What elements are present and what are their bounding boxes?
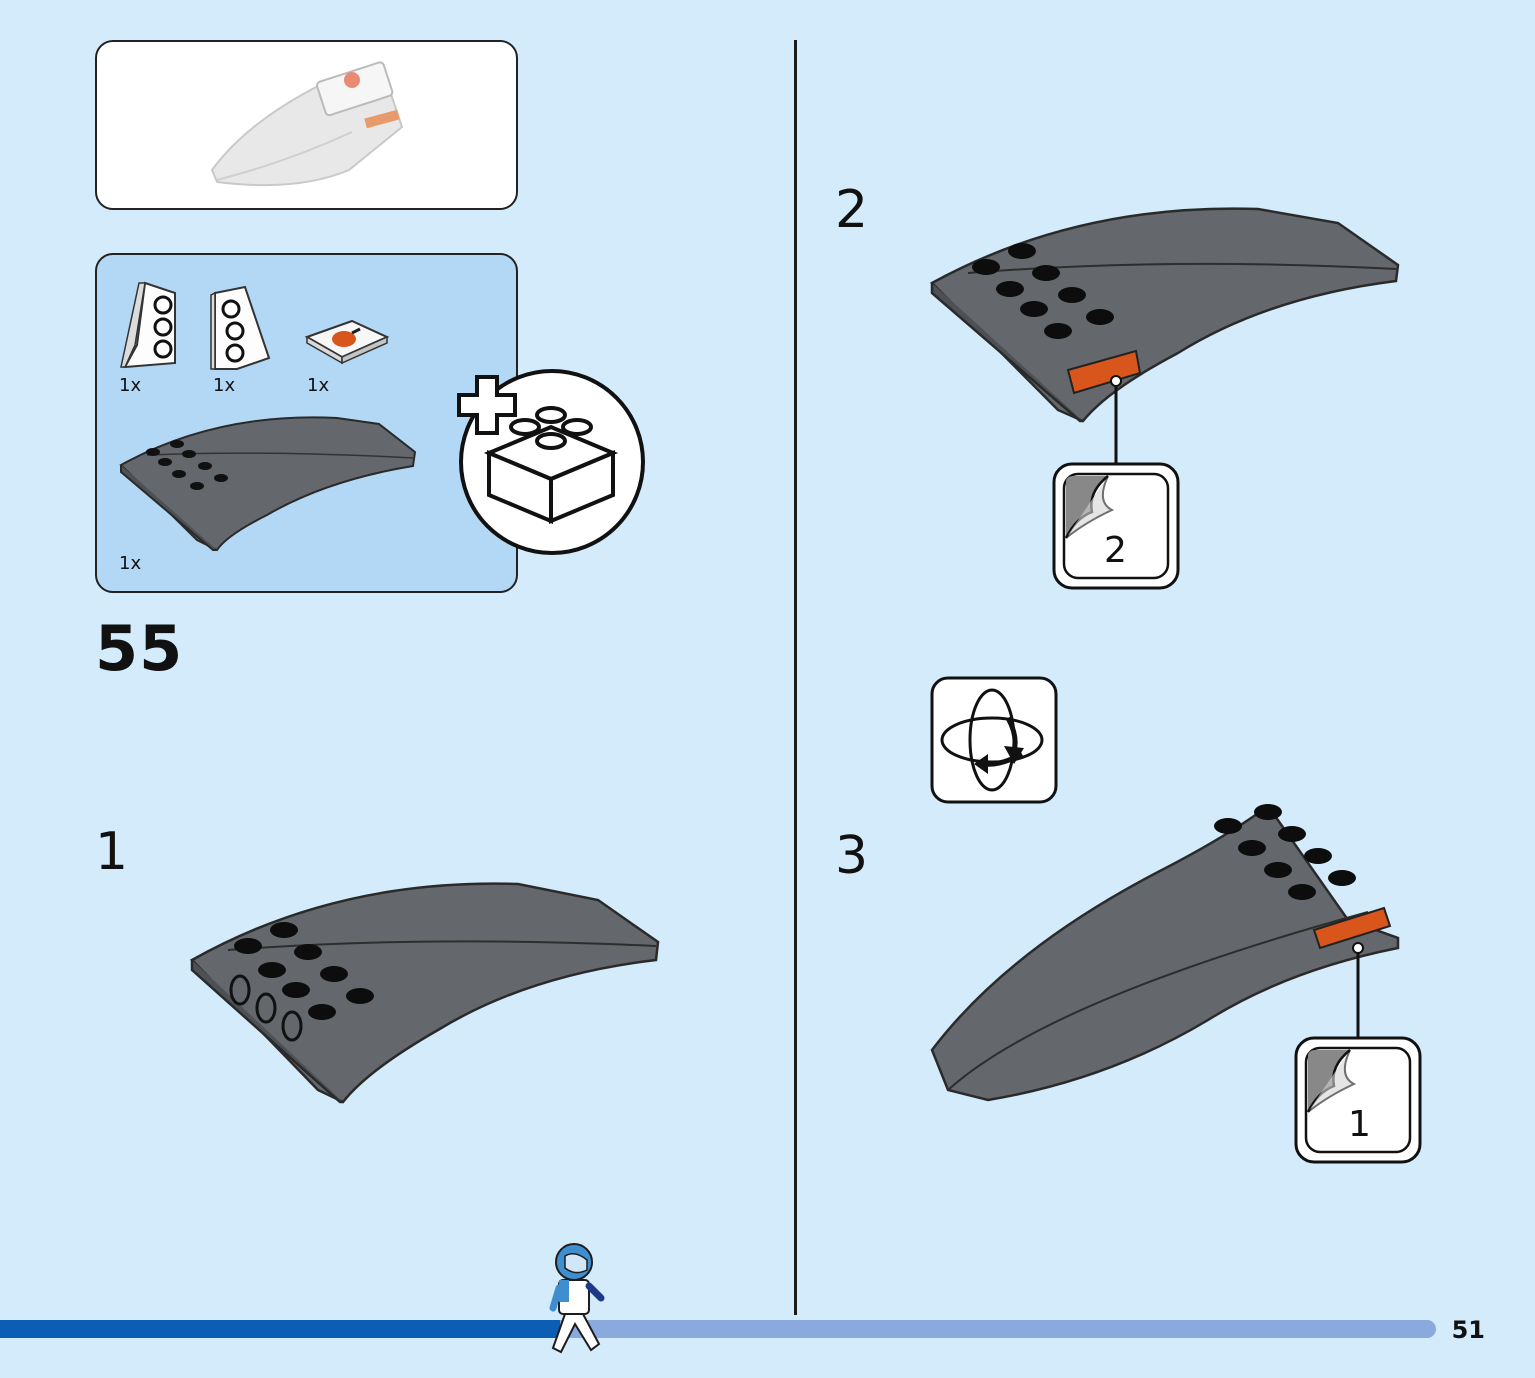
add-subassembly-icon [457, 369, 645, 555]
astronaut-minifigure-icon [549, 1243, 605, 1354]
parts-list-panel: 1x 1x 1x 1x [95, 253, 518, 593]
sticker-callout-1 [1294, 1036, 1422, 1164]
printed-tile-orange-icon [304, 319, 390, 365]
sticker-callout-2 [1052, 462, 1180, 590]
part-qty-3: 1x [307, 375, 330, 396]
step-number-3: 3 [835, 826, 869, 886]
progress-fill [0, 1320, 560, 1338]
step2-windscreen-icon [929, 207, 1400, 463]
substep-number: 55 [95, 612, 184, 685]
step1-windscreen-icon [189, 882, 660, 1104]
sticker-number-2: 2 [1104, 530, 1127, 571]
step3-windscreen-icon [930, 804, 1400, 1102]
sticker-number-1: 1 [1348, 1104, 1371, 1145]
step-number-1: 1 [95, 822, 129, 882]
part-qty-2: 1x [213, 375, 236, 396]
step-number-2: 2 [835, 180, 869, 240]
rotate-model-icon [930, 676, 1058, 804]
column-divider [794, 40, 797, 1315]
preview-panel [95, 40, 518, 210]
page-number: 51 [1451, 1316, 1485, 1344]
preview-model-icon [210, 61, 404, 187]
wedge-plate-left-white-icon [120, 281, 176, 369]
part-qty-1: 1x [119, 375, 142, 396]
wedge-plate-right-white-icon [210, 285, 271, 370]
trans-black-windscreen-icon [119, 416, 417, 552]
part-qty-4: 1x [119, 553, 142, 574]
